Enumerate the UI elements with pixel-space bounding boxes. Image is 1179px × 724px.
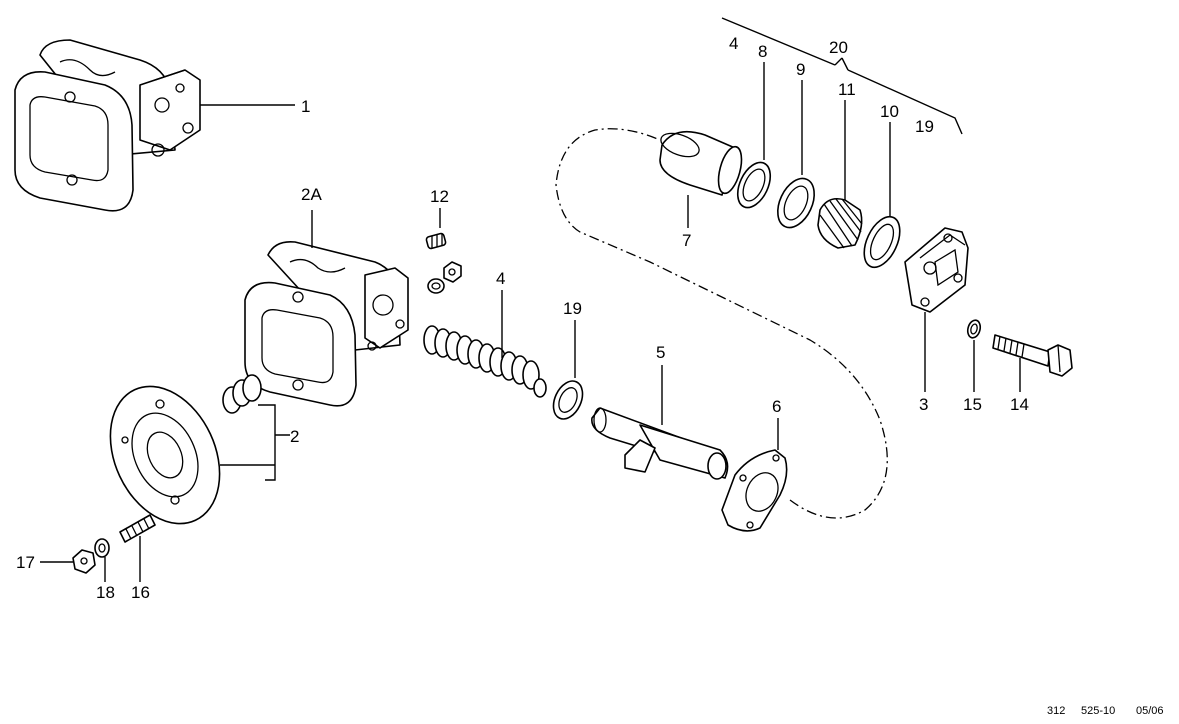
label-part-6: 6 xyxy=(772,397,781,416)
part-8-ring xyxy=(736,161,772,209)
part-1-pump-housing xyxy=(14,39,201,212)
part-2-springs xyxy=(222,374,262,414)
dash-dot-outline xyxy=(555,128,888,519)
label-part-8: 8 xyxy=(758,42,767,61)
part-3-end-cap xyxy=(904,227,969,313)
part-14-hex-bolt xyxy=(992,334,1073,377)
part-2a-housing xyxy=(244,240,409,407)
label-part-17: 17 xyxy=(16,553,35,572)
label-group-19: 19 xyxy=(915,117,934,136)
label-part-12: 12 xyxy=(430,187,449,206)
label-part-11: 11 xyxy=(838,80,856,99)
label-part-10: 10 xyxy=(880,102,899,121)
footer-code-1: 312 xyxy=(1047,705,1065,717)
label-part-14: 14 xyxy=(1010,395,1029,414)
part-12-spring-nut xyxy=(425,232,462,294)
part-18-washer xyxy=(94,538,110,558)
label-part-4: 4 xyxy=(496,269,505,288)
bracket-20 xyxy=(721,17,963,135)
part-9-ring xyxy=(777,177,815,229)
label-part-16: 16 xyxy=(131,583,150,602)
part-6-gasket xyxy=(721,449,788,532)
part-19-ring xyxy=(552,380,584,420)
footer-date: 05/06 xyxy=(1136,705,1164,717)
part-15-washer xyxy=(966,319,982,339)
label-part-7: 7 xyxy=(682,231,691,250)
label-part-1: 1 xyxy=(301,97,310,116)
part-2-cover-plate xyxy=(109,385,221,525)
part-17-nut xyxy=(72,549,96,574)
footer-code-2: 525-10 xyxy=(1081,705,1115,717)
part-7-cup xyxy=(659,130,743,196)
label-group-4: 4 xyxy=(729,34,738,53)
part-5-piston xyxy=(591,407,729,480)
label-part-2a: 2A xyxy=(301,185,322,204)
label-part-2: 2 xyxy=(290,427,299,446)
label-group-20: 20 xyxy=(829,38,848,57)
label-part-18: 18 xyxy=(96,583,115,602)
label-part-5: 5 xyxy=(656,343,665,362)
part-11-threaded-sleeve xyxy=(817,197,863,249)
part-16-stud xyxy=(119,514,156,543)
label-part-15: 15 xyxy=(963,395,982,414)
part-4-coil-spring xyxy=(423,325,547,398)
label-part-3: 3 xyxy=(919,395,928,414)
bracket-2 xyxy=(220,404,290,481)
label-part-19: 19 xyxy=(563,299,582,318)
part-10-ring xyxy=(863,215,901,269)
label-part-9: 9 xyxy=(796,60,805,79)
